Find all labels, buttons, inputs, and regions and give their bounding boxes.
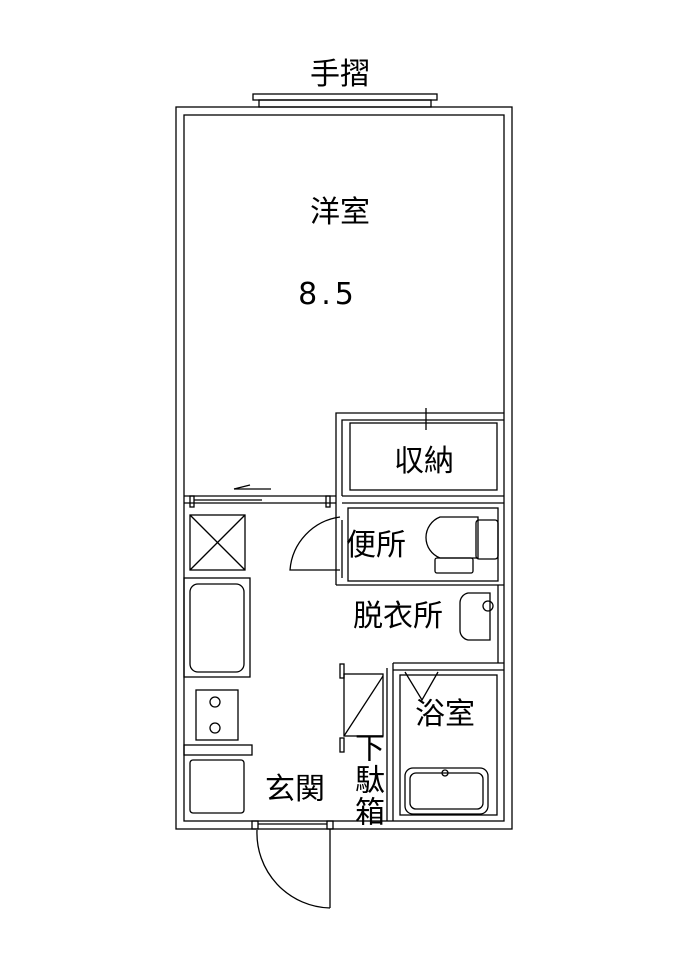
changing-room bbox=[459, 585, 499, 663]
kitchen bbox=[183, 514, 253, 814]
changing-room-label: 脱衣所 bbox=[353, 599, 443, 634]
toilet-room bbox=[289, 503, 504, 586]
storage-walls bbox=[335, 408, 504, 504]
toilet-label: 便所 bbox=[346, 528, 406, 563]
shoe-box-label: 下駄箱 bbox=[349, 732, 384, 828]
railing-label: 手摺 bbox=[310, 57, 370, 92]
entrance-door[interactable] bbox=[251, 820, 334, 909]
entrance-label: 玄関 bbox=[265, 772, 325, 807]
western-room-size: 8.5 bbox=[298, 277, 358, 312]
western-room-label: 洋室 bbox=[310, 195, 370, 230]
railing bbox=[252, 93, 438, 108]
bathroom-label: 浴室 bbox=[415, 697, 475, 732]
outer-walls bbox=[175, 106, 513, 830]
western-room-partition bbox=[184, 484, 336, 508]
bathroom bbox=[392, 662, 504, 821]
shoe-box bbox=[339, 663, 388, 821]
storage-label: 収納 bbox=[394, 444, 454, 479]
